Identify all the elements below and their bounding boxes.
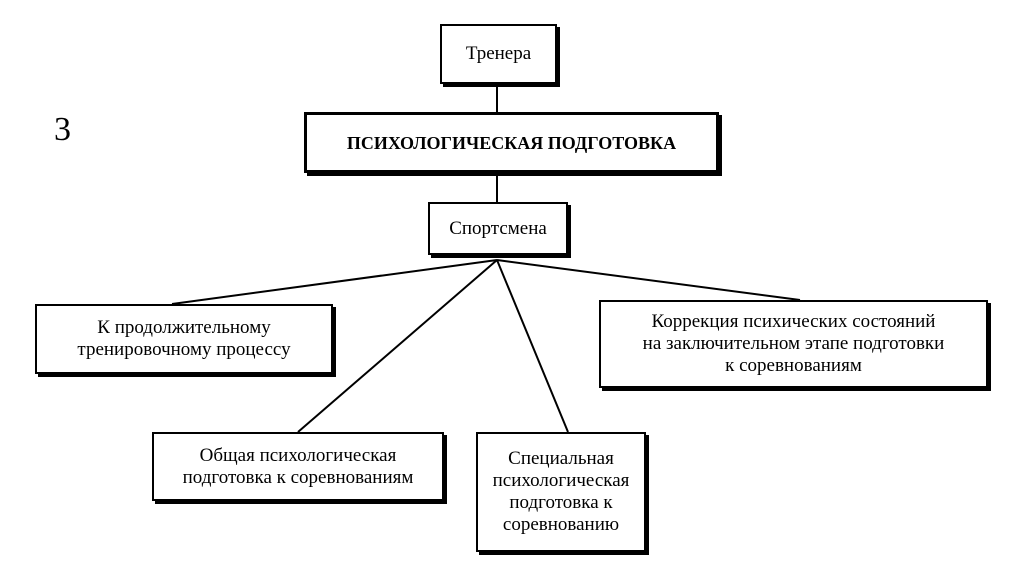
athlete-box: Спортсмена [428, 202, 568, 255]
state-correction-label: Коррекция психических состояний на заклю… [642, 311, 945, 376]
special-preparation-label: Специальная психологическая подготовка к… [492, 448, 630, 535]
trainer-box: Тренера [440, 24, 557, 84]
psychological-preparation-box: ПСИХОЛОГИЧЕСКАЯ ПОДГОТОВКА [304, 112, 719, 173]
figure-number-label: 3 [54, 111, 71, 148]
long-term-process-label: К продолжительному тренировочному процес… [77, 317, 291, 360]
psychological-preparation-label: ПСИХОЛОГИЧЕСКАЯ ПОДГОТОВКА [346, 132, 677, 153]
special-preparation-box: Специальная психологическая подготовка к… [476, 432, 646, 552]
connector-athlete-to-long-term [171, 259, 498, 305]
trainer-label: Тренера [465, 43, 532, 64]
general-preparation-box: Общая психологическая подготовка к сорев… [152, 432, 444, 501]
connector-athlete-to-general [297, 259, 498, 433]
state-correction-box: Коррекция психических состояний на заклю… [599, 300, 988, 388]
athlete-label: Спортсмена [449, 217, 547, 239]
connector-athlete-to-correction [496, 259, 801, 301]
general-preparation-label: Общая психологическая подготовка к сорев… [182, 444, 414, 488]
long-term-process-box: К продолжительному тренировочному процес… [35, 304, 333, 374]
connector-athlete-to-special [496, 259, 569, 433]
